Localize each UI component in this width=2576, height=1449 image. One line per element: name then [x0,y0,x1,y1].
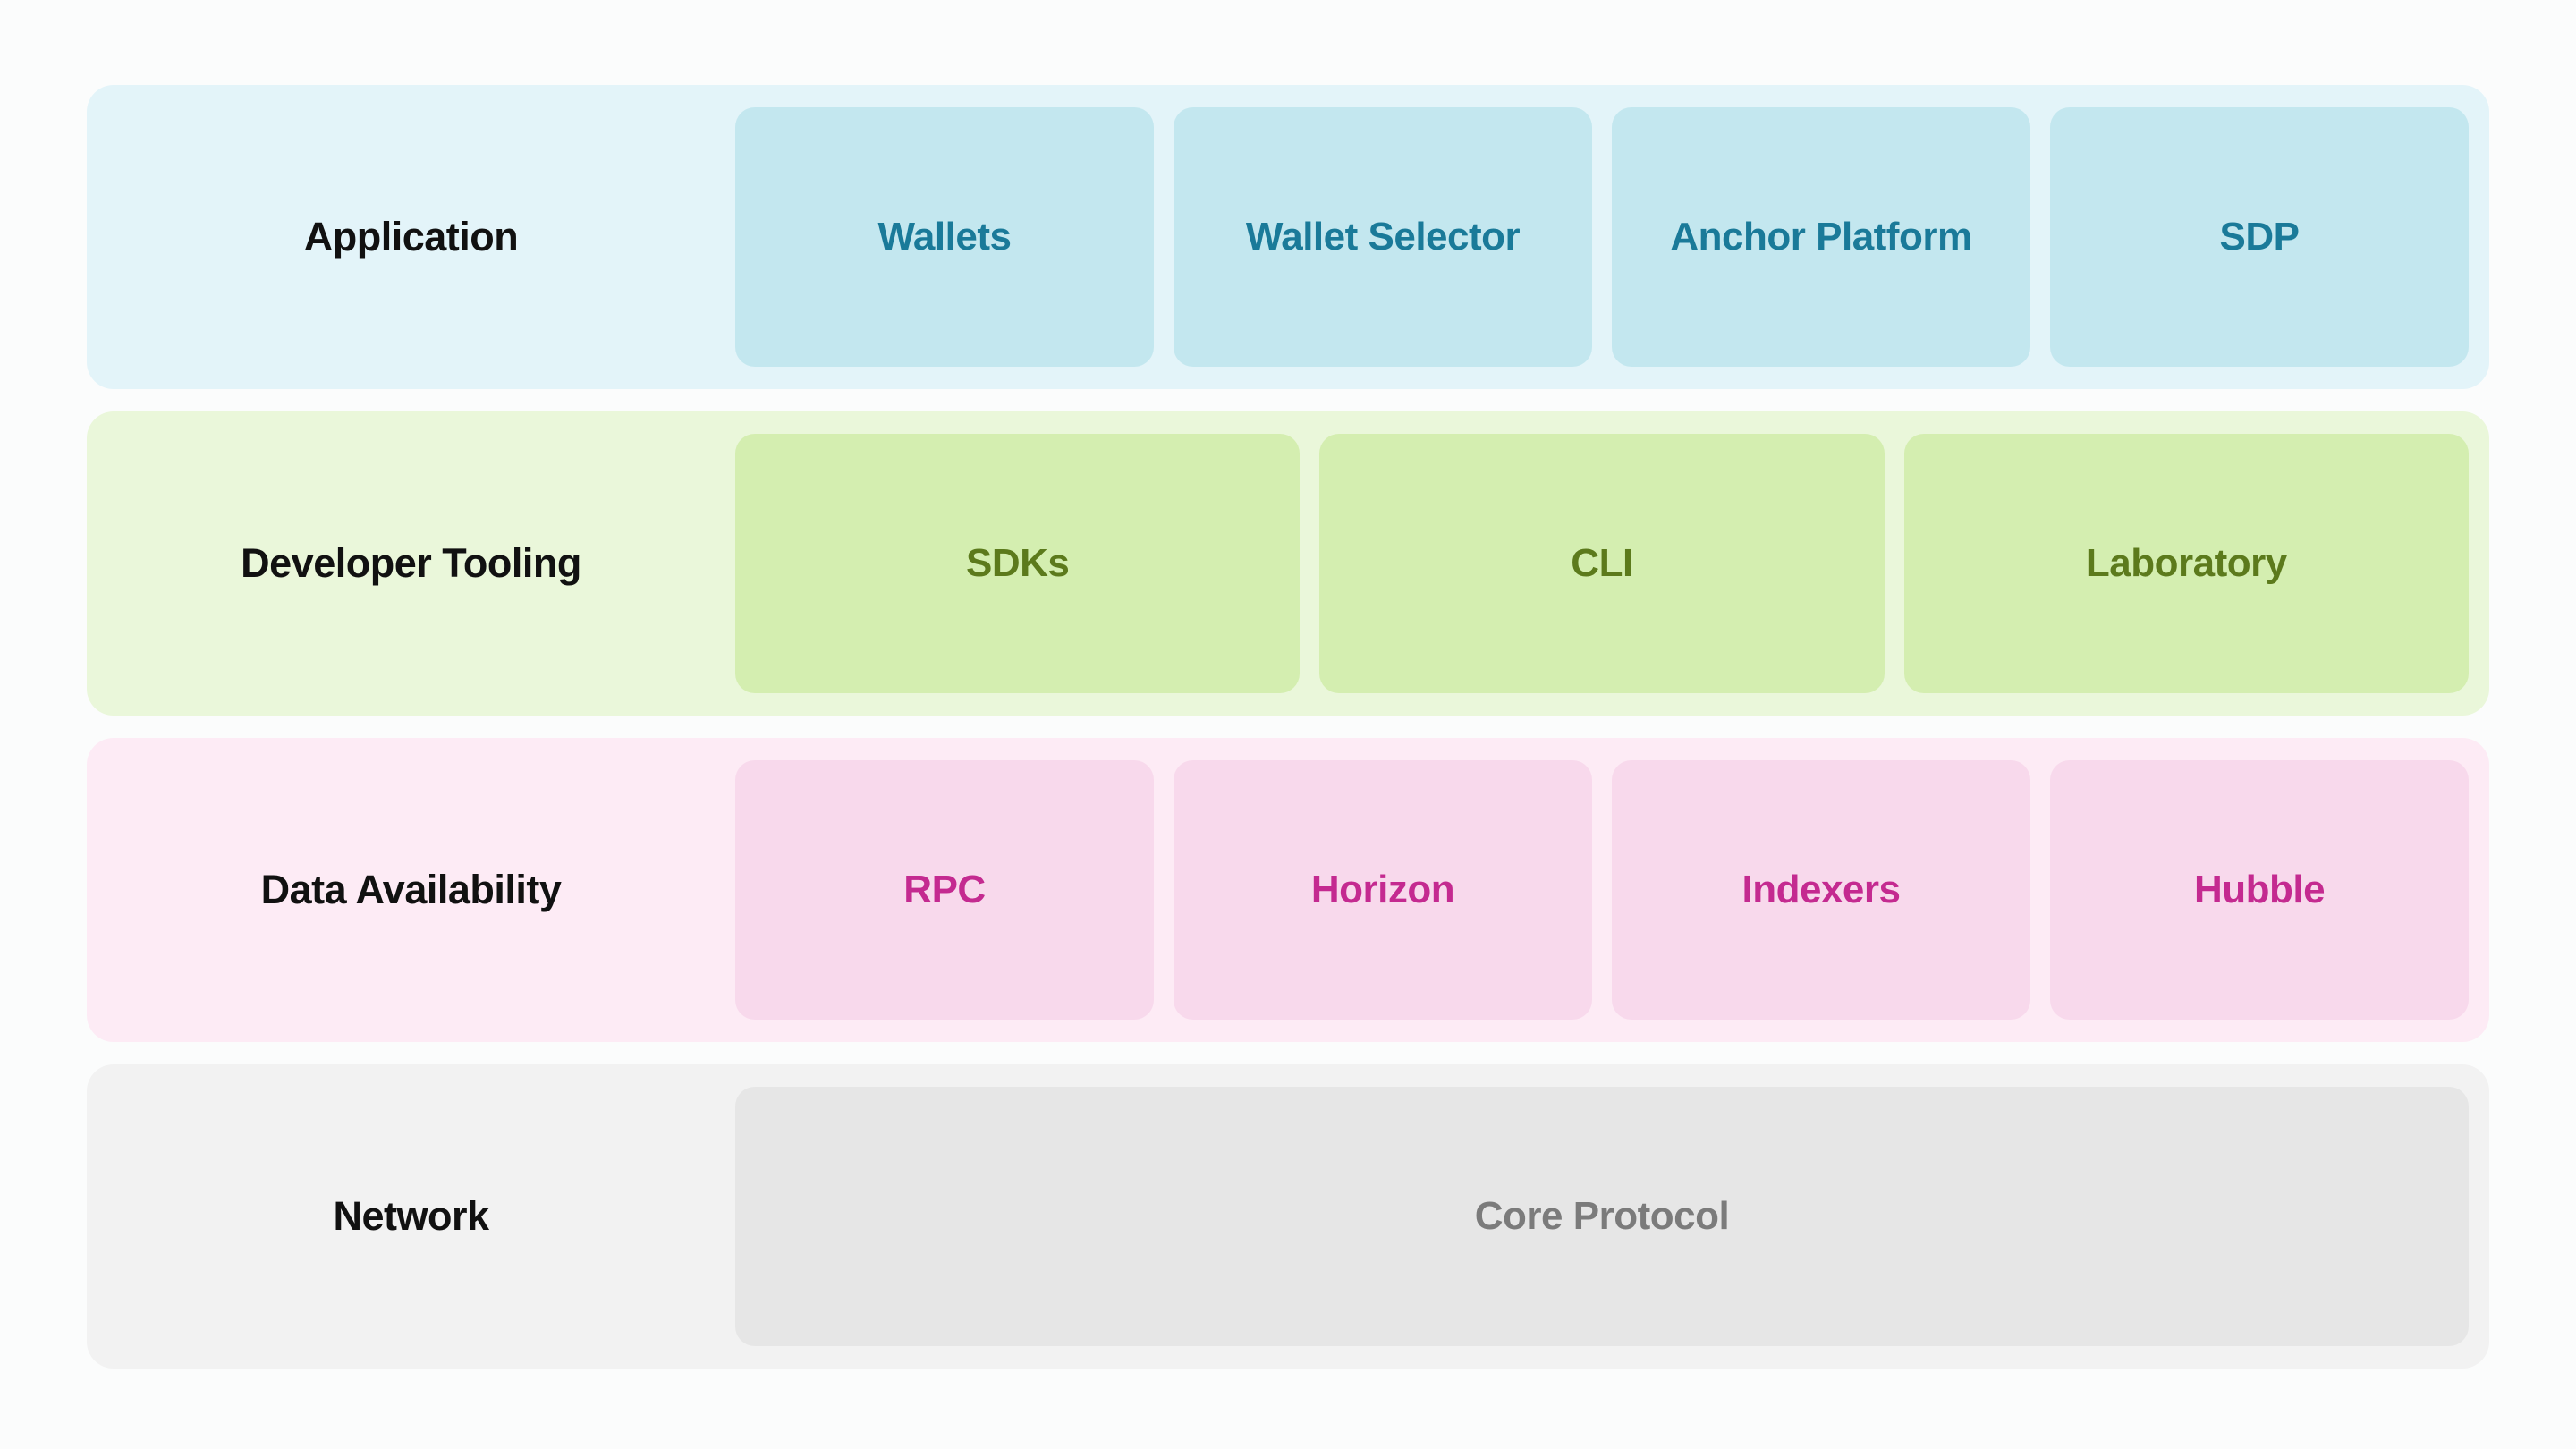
item-core-protocol: Core Protocol [735,1087,2469,1346]
item-wallets[interactable]: Wallets [735,107,1154,367]
item-indexers[interactable]: Indexers [1612,760,2030,1020]
item-horizon[interactable]: Horizon [1174,760,1592,1020]
layer-row-developer-tooling: Developer Tooling SDKs CLI Laboratory [87,411,2489,716]
layer-label-data-availability: Data Availability [260,867,562,912]
stack-diagram: Application Wallets Wallet Selector Anch… [87,85,2489,1368]
layer-row-application: Application Wallets Wallet Selector Anch… [87,85,2489,389]
item-sdp[interactable]: SDP [2050,107,2469,367]
layer-label-network: Network [333,1193,489,1239]
item-sdks[interactable]: SDKs [735,434,1301,693]
layer-items-developer-tooling: SDKs CLI Laboratory [735,411,2489,716]
item-laboratory[interactable]: Laboratory [1903,434,2469,693]
item-cli[interactable]: CLI [1319,434,1885,693]
item-rpc[interactable]: RPC [735,760,1154,1020]
layer-items-network: Core Protocol [735,1064,2489,1368]
layer-label-developer-tooling: Developer Tooling [241,540,581,586]
layer-row-data-availability: Data Availability RPC Horizon Indexers H… [87,738,2489,1042]
item-anchor-platform[interactable]: Anchor Platform [1612,107,2030,367]
layer-items-application: Wallets Wallet Selector Anchor Platform … [735,85,2489,389]
item-wallet-selector[interactable]: Wallet Selector [1174,107,1592,367]
layer-label-application: Application [303,214,519,259]
layer-items-data-availability: RPC Horizon Indexers Hubble [735,738,2489,1042]
item-hubble[interactable]: Hubble [2050,760,2469,1020]
layer-row-network: Network Core Protocol [87,1064,2489,1368]
